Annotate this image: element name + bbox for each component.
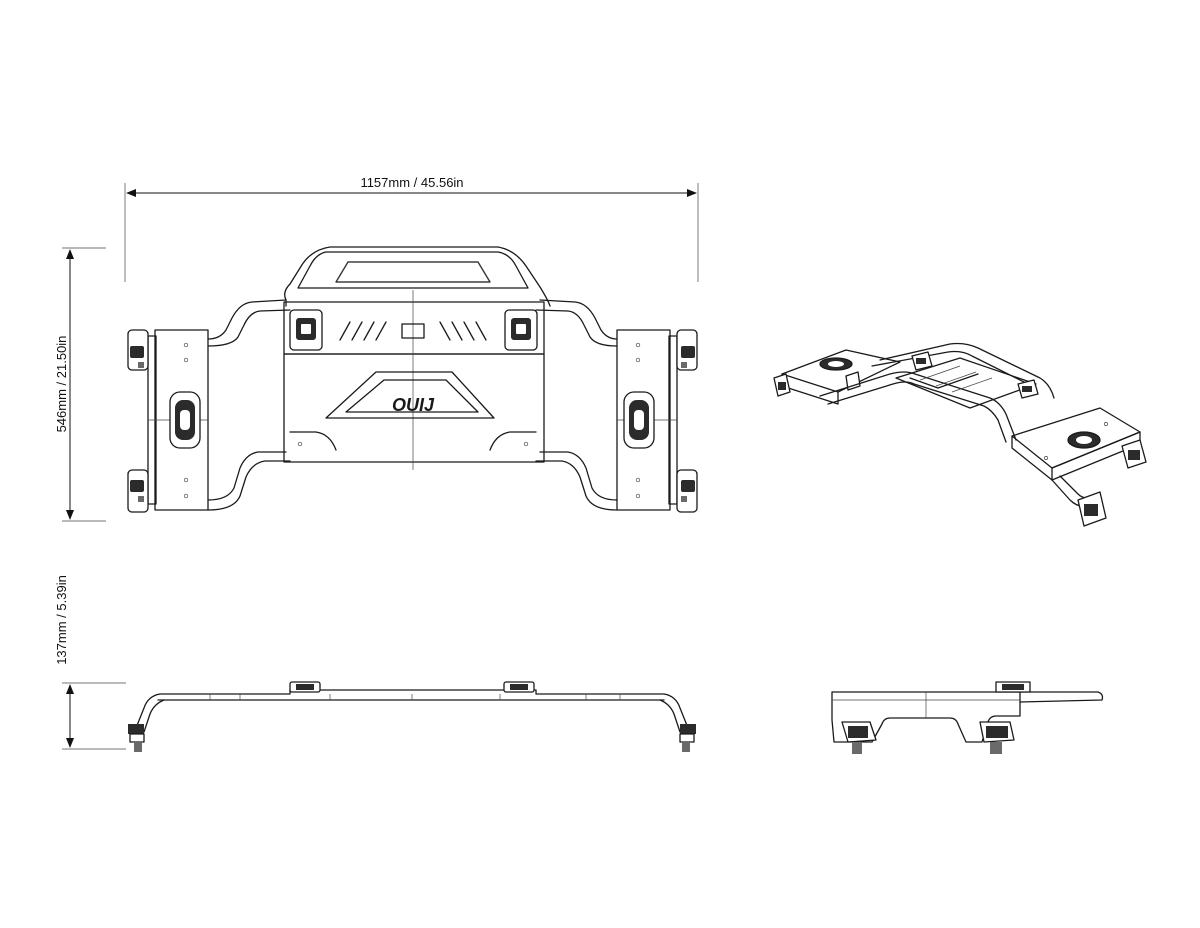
top-view: OUIJ [127, 246, 698, 513]
side-view [831, 681, 1104, 754]
front-right-foot-icon [679, 724, 696, 752]
right-bottom-clamp-icon [676, 469, 698, 513]
left-bottom-clamp-icon [127, 469, 149, 513]
width-dimension: 1157mm / 45.56in [124, 175, 699, 282]
width-label: 1157mm / 45.56in [360, 175, 463, 190]
iso-clamp-front-icon [1077, 491, 1107, 527]
right-top-clamp-icon [676, 329, 698, 371]
slot-cutouts [339, 321, 487, 341]
right-latch-icon [504, 309, 538, 351]
left-top-clamp-icon [127, 329, 149, 371]
left-latch-icon [289, 309, 323, 351]
side-left-foot-icon [841, 721, 877, 754]
isometric-view [773, 342, 1147, 527]
side-right-foot-icon [979, 721, 1015, 754]
front-left-latch-icon [289, 681, 321, 693]
iso-clamp-right-icon [1121, 439, 1147, 469]
front-left-foot-icon [128, 724, 145, 752]
depth-dimension: 546mm / 21.50in [54, 247, 106, 522]
left-mount-pad-icon [169, 391, 201, 449]
height-label: 137mm / 5.39in [54, 575, 69, 665]
depth-label: 546mm / 21.50in [54, 336, 69, 433]
side-latch-icon [995, 681, 1031, 693]
front-right-latch-icon [503, 681, 535, 693]
front-view [128, 681, 696, 752]
right-mount-pad-icon [623, 391, 655, 449]
logo-text: OUIJ [392, 395, 435, 415]
height-dimension: 137mm / 5.39in [54, 575, 126, 750]
